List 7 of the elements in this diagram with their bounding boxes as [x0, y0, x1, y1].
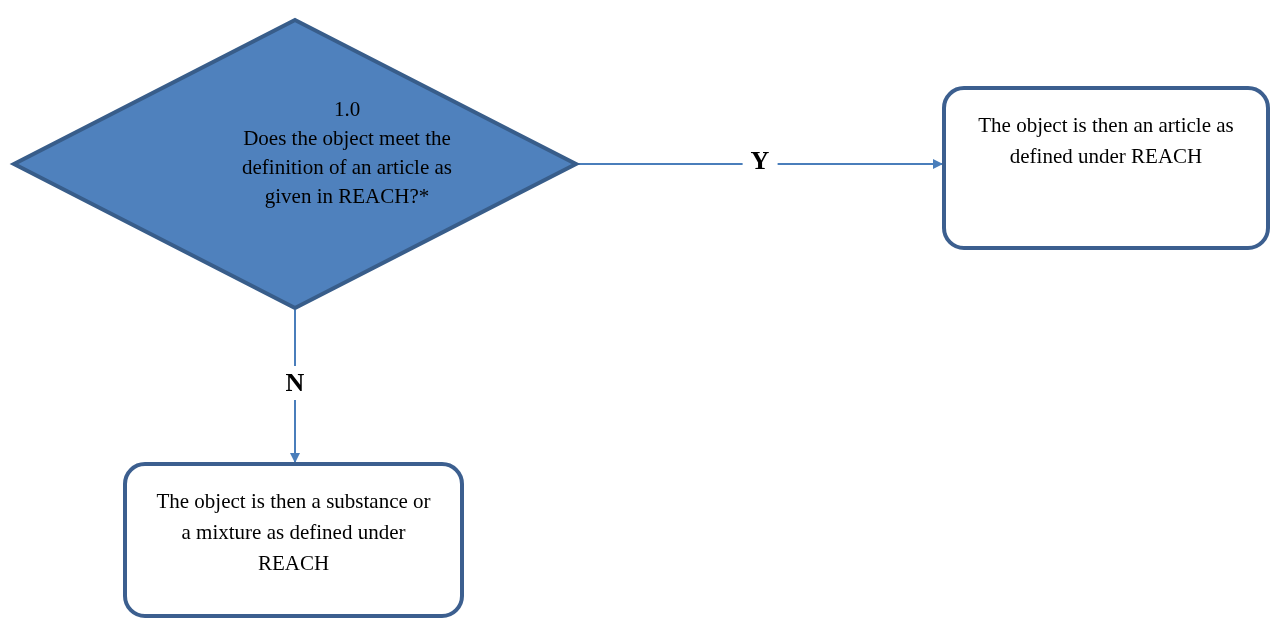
- result-box: [942, 86, 1270, 250]
- arrow: [577, 159, 943, 169]
- result-text: The object is then a substance or a mixture as defined under REACH: [155, 488, 432, 577]
- result-text: The object is then an article as defined under REACH: [977, 112, 1235, 170]
- question-text: Does the object meet the definition of an article as given in REACH?*: [241, 125, 453, 210]
- result-box: [123, 462, 464, 618]
- step-number: 1.0: [333, 96, 361, 123]
